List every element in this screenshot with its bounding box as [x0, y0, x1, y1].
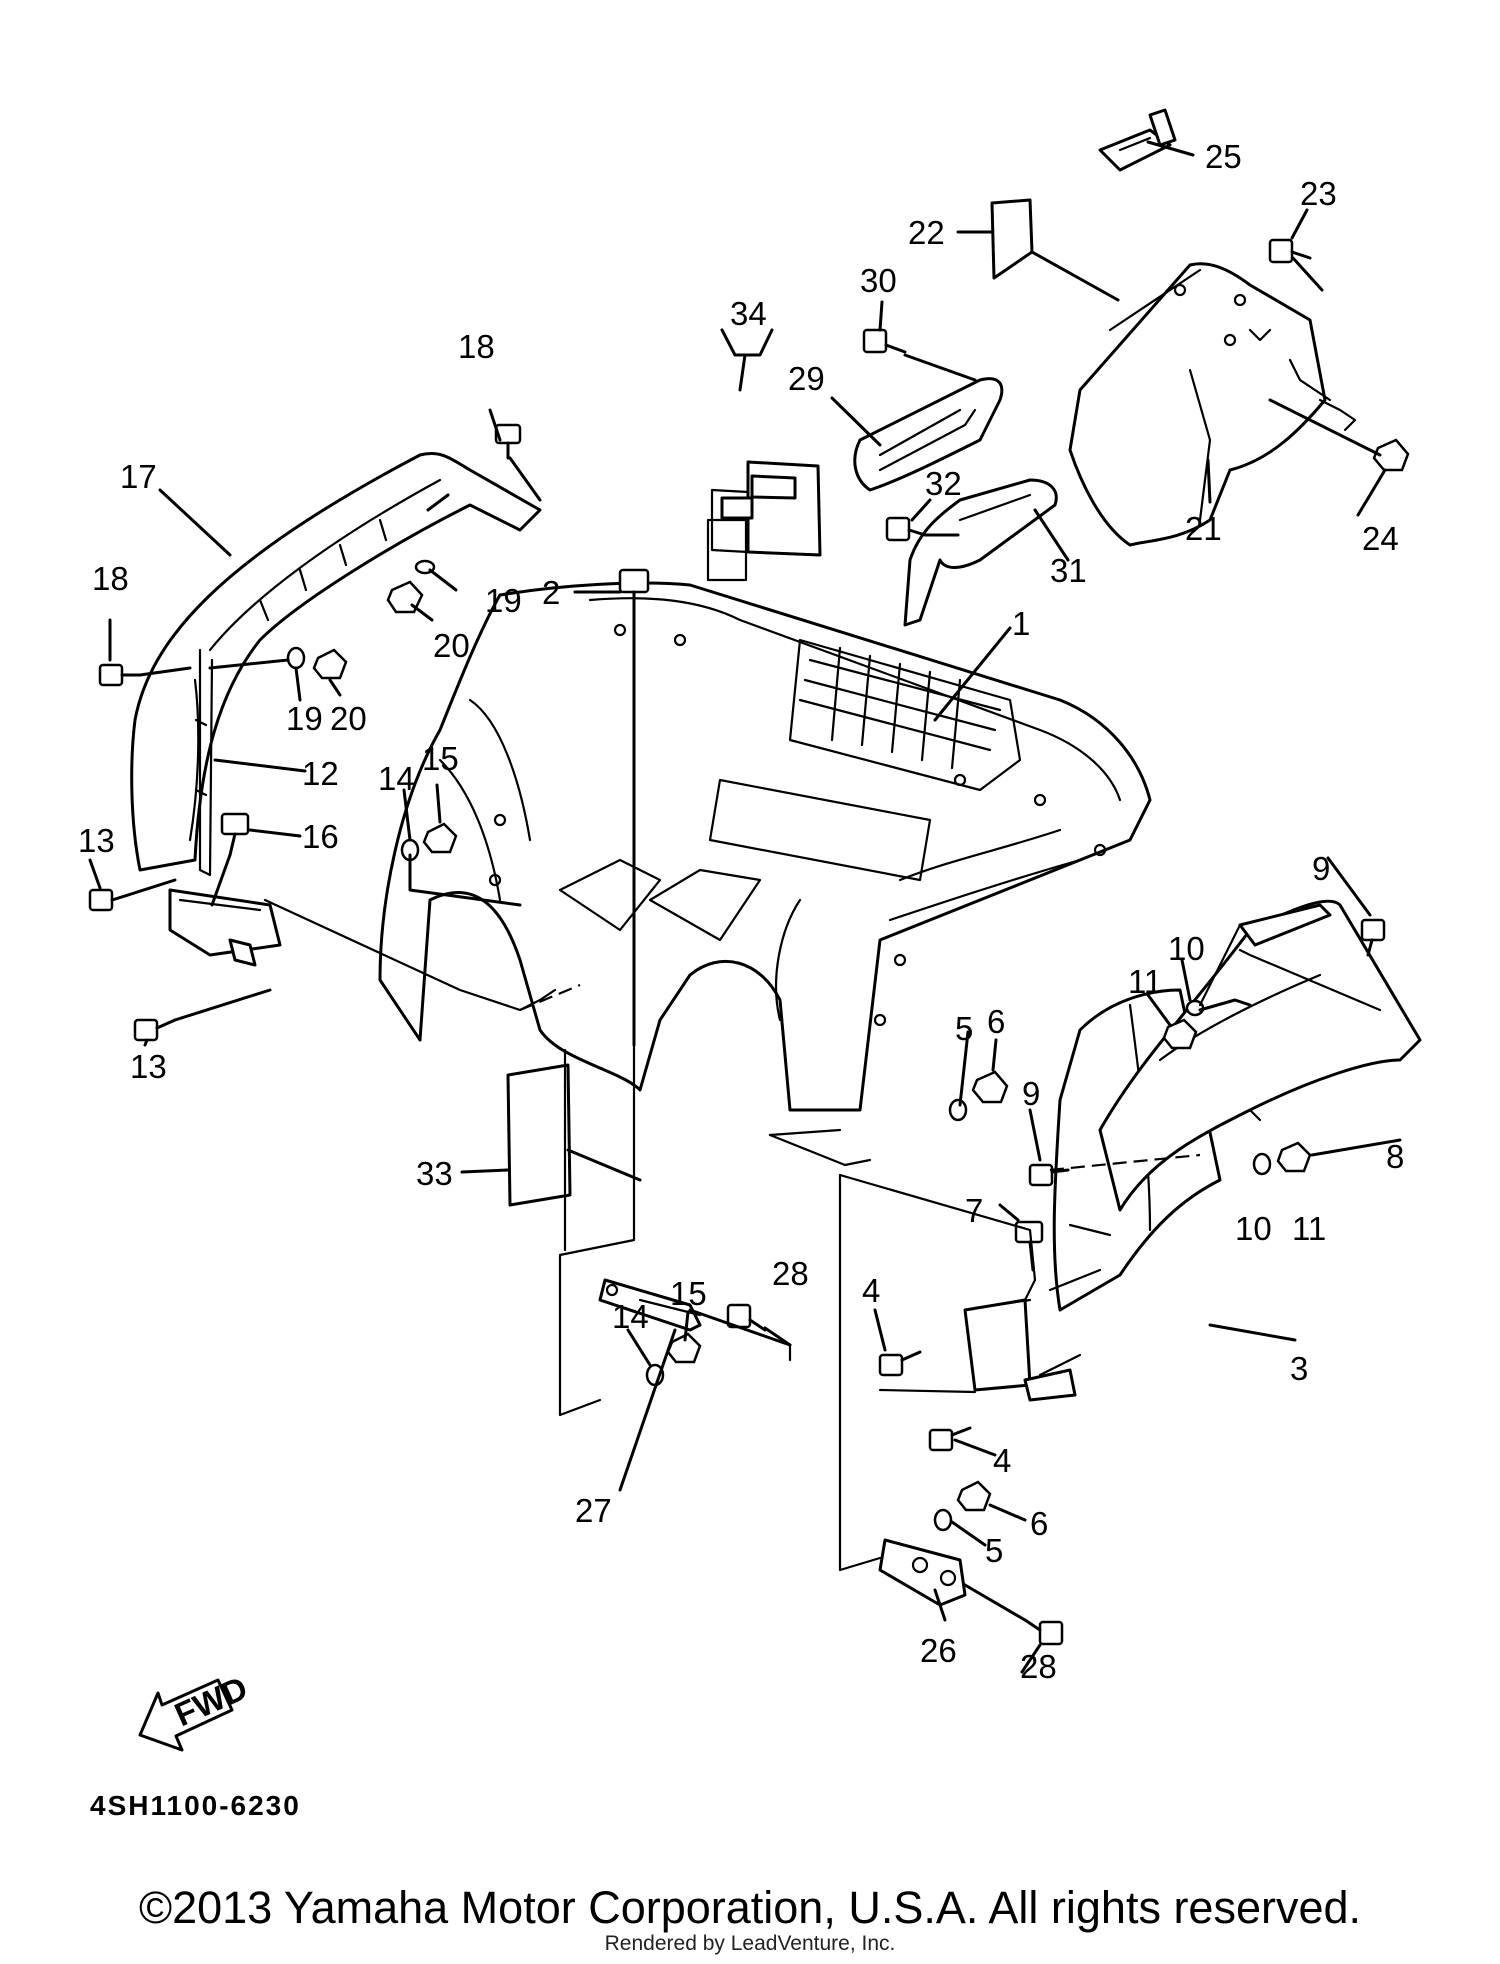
callout-19: 19	[286, 700, 323, 737]
cover-part-21	[1068, 262, 1357, 547]
nut-part-6-bottom	[956, 1480, 992, 1512]
callout-31: 31	[1050, 552, 1087, 589]
washer-part-19-mid	[286, 646, 306, 670]
nut-part-6-top	[971, 1070, 1009, 1104]
callout-20: 20	[433, 627, 470, 664]
callout-14: 14	[378, 760, 415, 797]
left-bracket	[168, 888, 282, 967]
mud-guard-part-17	[130, 452, 542, 872]
bolt-part-32	[885, 516, 927, 542]
callout-11: 11	[1128, 963, 1162, 1000]
callout-9: 9	[1022, 1075, 1040, 1112]
callout-6: 6	[987, 1003, 1005, 1040]
right-bracket	[963, 1298, 1077, 1402]
label-part-22	[990, 198, 1034, 280]
callout-20: 20	[330, 700, 367, 737]
washer-part-5-top	[948, 1098, 968, 1122]
bolt-part-18-top	[494, 423, 522, 460]
mud-guard-part-8	[1098, 899, 1422, 1212]
callout-13: 13	[130, 1048, 167, 1085]
stay-part-27	[598, 1278, 702, 1332]
bolt-part-4-bottom	[928, 1426, 972, 1452]
callout-32: 32	[925, 465, 962, 502]
nut-part-11-bottom	[1276, 1141, 1312, 1173]
callout-18: 18	[92, 560, 129, 597]
callout-5: 5	[955, 1010, 973, 1047]
callout-14: 14	[612, 1298, 649, 1335]
bolt-part-13-bottom	[133, 1018, 177, 1042]
callout-6: 6	[1030, 1505, 1048, 1542]
callout-16: 16	[302, 818, 339, 855]
bolt-part-13-top	[88, 888, 130, 912]
callout-24: 24	[1362, 520, 1399, 557]
callout-33: 33	[416, 1155, 453, 1192]
callout-15: 15	[422, 740, 459, 777]
bolt-part-18-left	[98, 663, 142, 687]
callout-2: 2	[542, 574, 560, 611]
callout-22: 22	[908, 214, 945, 251]
callout-8: 8	[1386, 1138, 1404, 1175]
callout-29: 29	[788, 360, 825, 397]
bolt-part-4-top	[878, 1350, 922, 1377]
leader-lines	[88, 140, 1402, 1674]
callout-5: 5	[985, 1532, 1003, 1569]
nut-part-20-mid	[312, 648, 348, 680]
assembly-lines	[263, 898, 1262, 1572]
callout-18: 18	[458, 328, 495, 365]
diagram-code: 4SH1100-6230	[90, 1790, 301, 1821]
bolt-part-28-bottom	[1023, 1618, 1064, 1646]
callout-23: 23	[1300, 175, 1337, 212]
fwd-label: FWD	[169, 1669, 253, 1733]
callout-12: 12	[302, 755, 339, 792]
callout-4: 4	[862, 1272, 880, 1309]
callout-26: 26	[920, 1632, 957, 1669]
fwd-arrow-icon: FWD	[138, 1669, 253, 1752]
callout-28: 28	[1020, 1648, 1057, 1685]
protector-part-12	[194, 648, 214, 877]
callout-34: 34	[730, 295, 767, 332]
plate-part-29	[853, 377, 1004, 492]
bolt-part-28-top	[726, 1303, 767, 1332]
clip-part-25	[1098, 108, 1177, 172]
stay-part-26	[878, 1538, 967, 1607]
washer-part-10-bottom	[1252, 1152, 1272, 1176]
callout-10: 10	[1235, 1210, 1272, 1247]
callout-17: 17	[120, 458, 157, 495]
bolt-part-9-mid	[1028, 1163, 1070, 1187]
bolt-part-16	[220, 812, 250, 857]
bolt-part-2	[618, 568, 650, 622]
callout-numbers: 1 2 3 4 4 5 5 6 6 7 8 9 9 10 10 11 11 12…	[78, 138, 1404, 1685]
callout-7: 7	[965, 1192, 983, 1229]
rendered-by-notice: Rendered by LeadVenture, Inc.	[604, 1932, 896, 1955]
callout-3: 3	[1290, 1350, 1308, 1387]
callout-28: 28	[772, 1255, 809, 1292]
bolt-part-23	[1268, 238, 1312, 264]
callout-27: 27	[575, 1492, 612, 1529]
bolt-part-9-top	[1360, 918, 1386, 957]
callout-11: 11	[1292, 1210, 1326, 1247]
callout-4: 4	[993, 1442, 1011, 1479]
nut-part-15-top	[422, 822, 458, 854]
callout-10: 10	[1168, 930, 1205, 967]
nut-part-24	[1372, 438, 1410, 472]
label-part-34	[706, 460, 822, 582]
washer-part-5-bottom	[933, 1508, 953, 1532]
callout-21: 21	[1185, 510, 1222, 547]
bracket-part-31	[903, 478, 1058, 627]
callout-15: 15	[670, 1275, 707, 1312]
label-part-33	[506, 1063, 572, 1207]
copyright-notice: ©2013 Yamaha Motor Corporation, U.S.A. A…	[138, 1882, 1362, 1933]
callout-25: 25	[1205, 138, 1242, 175]
callout-1: 1	[1012, 605, 1030, 642]
callout-19: 19	[485, 582, 522, 619]
rear-fender-part-1	[378, 581, 1152, 1112]
callout-30: 30	[860, 262, 897, 299]
nut-part-11-top	[1162, 1018, 1198, 1050]
callout-9: 9	[1312, 850, 1330, 887]
callout-13: 13	[78, 822, 115, 859]
bolt-part-30	[862, 328, 907, 354]
